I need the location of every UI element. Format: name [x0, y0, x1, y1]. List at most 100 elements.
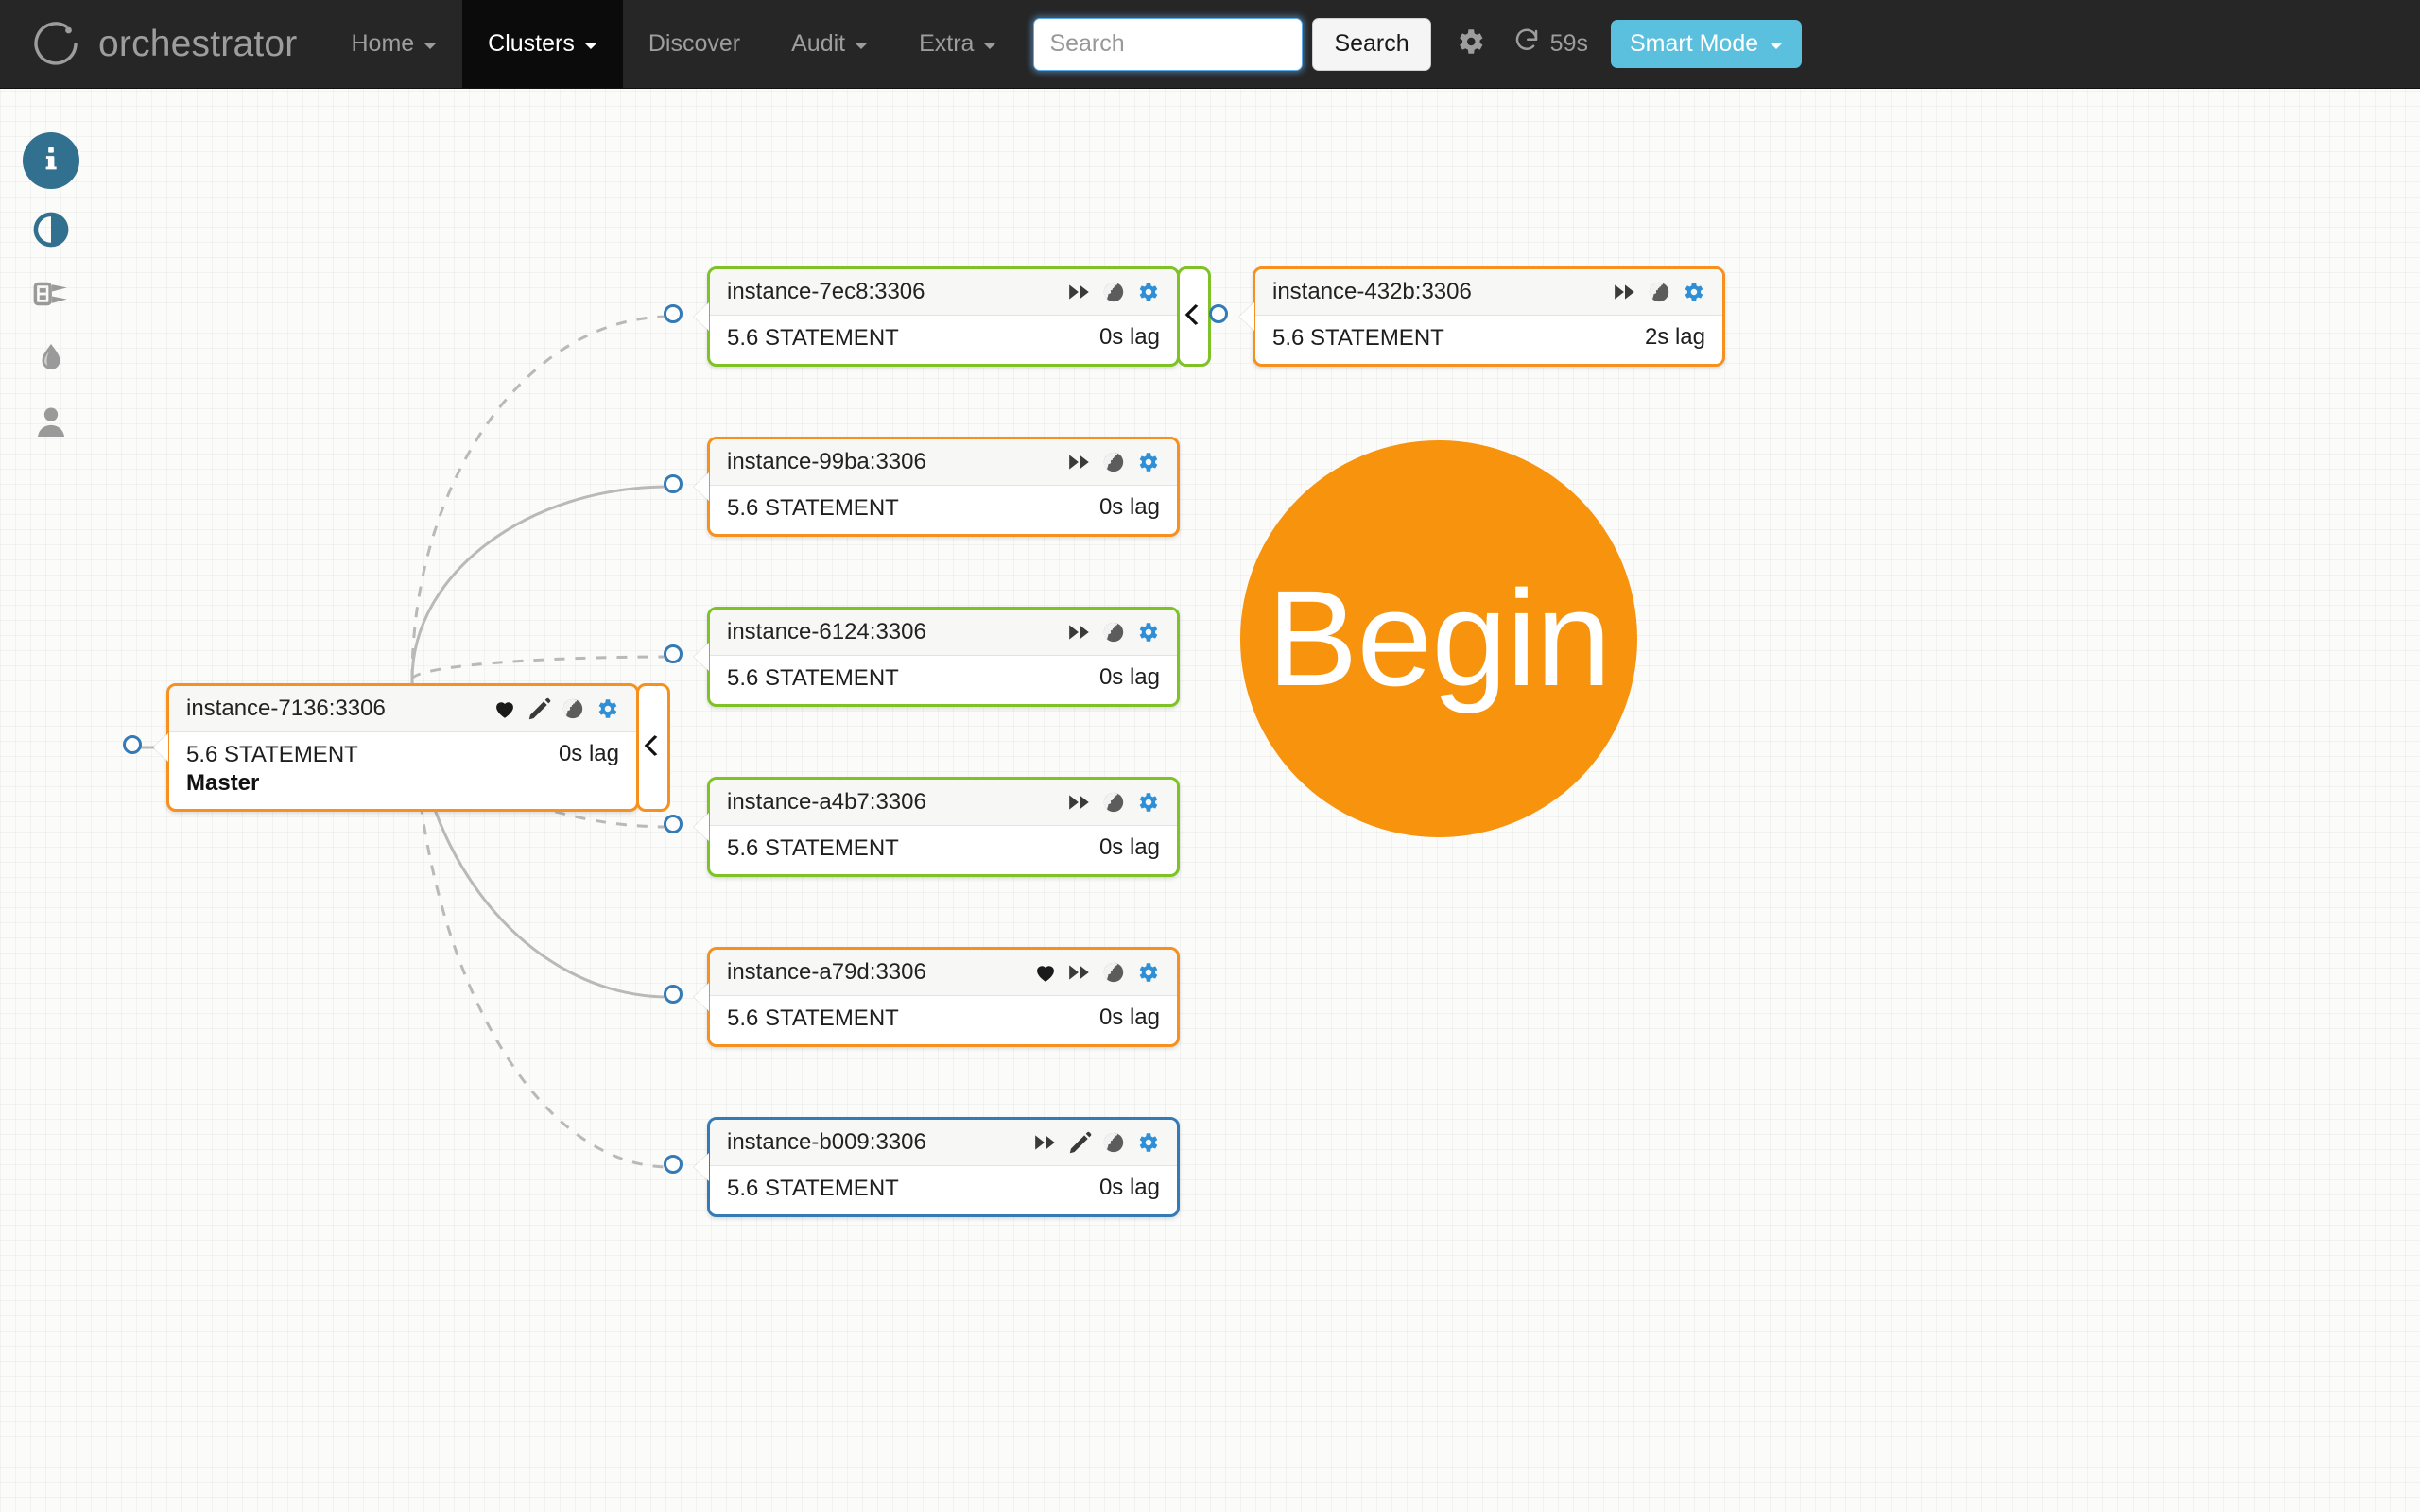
- node-collapse-button[interactable]: [636, 683, 670, 812]
- node-title: instance-7136:3306: [186, 696, 386, 721]
- node-body: 5.6 STATEMENT 2s lag: [1255, 316, 1722, 364]
- globe-icon[interactable]: [1101, 1130, 1126, 1155]
- node-action-icons: [493, 696, 619, 721]
- node-port[interactable]: [664, 815, 683, 833]
- globe-icon[interactable]: [1101, 960, 1126, 985]
- nav-item-extra-label: Extra: [919, 30, 975, 57]
- node-version: 5.6 STATEMENT: [1272, 325, 1444, 351]
- fast-forward-icon[interactable]: [1033, 1130, 1058, 1155]
- globe-icon[interactable]: [1101, 280, 1126, 304]
- gear-icon[interactable]: [1135, 450, 1160, 474]
- node-lag: 0s lag: [558, 741, 619, 766]
- fast-forward-icon[interactable]: [1067, 790, 1092, 815]
- node-header: instance-7136:3306: [169, 686, 636, 732]
- node-lag: 0s lag: [1098, 324, 1160, 350]
- fast-forward-icon[interactable]: [1067, 960, 1092, 985]
- begin-overlay-button[interactable]: Begin: [1240, 440, 1637, 837]
- top-navbar: orchestrator Home Clusters Discover Audi…: [0, 0, 2420, 89]
- sidebar-item-compress[interactable]: [29, 274, 73, 318]
- node-header: instance-b009:3306: [710, 1120, 1177, 1166]
- node-port[interactable]: [1209, 304, 1228, 323]
- node-port[interactable]: [664, 474, 683, 493]
- node-pointer: [694, 983, 709, 1011]
- sidebar-item-info[interactable]: [23, 132, 79, 189]
- nav-item-extra[interactable]: Extra: [893, 0, 1022, 88]
- heart-icon[interactable]: [1033, 960, 1058, 985]
- smart-mode-dropdown[interactable]: Smart Mode: [1610, 20, 1803, 68]
- fast-forward-icon[interactable]: [1067, 280, 1092, 304]
- globe-icon[interactable]: [561, 696, 585, 721]
- node-port[interactable]: [664, 1155, 683, 1174]
- node-title: instance-99ba:3306: [727, 449, 926, 474]
- globe-icon[interactable]: [1101, 790, 1126, 815]
- auto-refresh-timer[interactable]: 59s: [1509, 26, 1603, 61]
- topology-link: [410, 485, 670, 680]
- node-port[interactable]: [123, 735, 142, 754]
- left-toolbar: [13, 132, 89, 446]
- gear-icon[interactable]: [1135, 620, 1160, 644]
- node-role: Master: [186, 770, 260, 796]
- node-version: 5.6 STATEMENT: [727, 1176, 899, 1201]
- fast-forward-icon[interactable]: [1067, 620, 1092, 644]
- nav-item-discover[interactable]: Discover: [623, 0, 766, 88]
- settings-button[interactable]: [1431, 26, 1509, 62]
- node-title: instance-6124:3306: [727, 619, 926, 644]
- nav-item-clusters[interactable]: Clusters: [462, 0, 623, 88]
- gear-icon[interactable]: [1135, 960, 1160, 985]
- globe-icon[interactable]: [1101, 620, 1126, 644]
- nav-item-list: Home Clusters Discover Audit Extra: [325, 0, 1022, 88]
- begin-label: Begin: [1267, 562, 1611, 714]
- gear-icon[interactable]: [1135, 280, 1160, 304]
- pencil-icon[interactable]: [1067, 1130, 1092, 1155]
- fast-forward-icon[interactable]: [1613, 280, 1637, 304]
- node-lag: 0s lag: [1098, 494, 1160, 520]
- node-body: 5.6 STATEMENT 0s lag: [710, 486, 1177, 534]
- node-lag: 2s lag: [1644, 324, 1705, 350]
- node-version: 5.6 STATEMENT: [727, 325, 899, 351]
- node-action-icons: [1033, 1130, 1160, 1155]
- brand-link[interactable]: orchestrator: [0, 0, 325, 88]
- node-port[interactable]: [664, 985, 683, 1004]
- node-pointer: [153, 733, 168, 762]
- globe-icon[interactable]: [1647, 280, 1671, 304]
- node-pointer: [694, 1153, 709, 1181]
- sidebar-item-contrast[interactable]: [29, 210, 73, 253]
- node-header: instance-7ec8:3306: [710, 269, 1177, 316]
- instance-node[interactable]: instance-7ec8:3306 5.6 STATEMENT 0s lag: [694, 266, 1211, 367]
- gear-icon[interactable]: [1681, 280, 1705, 304]
- search-button[interactable]: Search: [1312, 17, 1431, 71]
- node-action-icons: [1067, 790, 1160, 815]
- nav-item-home[interactable]: Home: [325, 0, 462, 88]
- node-title: instance-b009:3306: [727, 1129, 926, 1155]
- globe-icon[interactable]: [1101, 450, 1126, 474]
- node-port[interactable]: [664, 644, 683, 663]
- node-version: 5.6 STATEMENT: [727, 1005, 899, 1031]
- sidebar-item-user[interactable]: [29, 403, 73, 446]
- nav-item-audit[interactable]: Audit: [766, 0, 893, 88]
- gear-icon[interactable]: [595, 696, 619, 721]
- pencil-icon[interactable]: [527, 696, 551, 721]
- search-form: Search: [1033, 17, 1431, 71]
- nav-item-discover-label: Discover: [648, 30, 741, 57]
- node-version: 5.6 STATEMENT: [727, 495, 899, 521]
- node-collapse-button[interactable]: [1177, 266, 1211, 367]
- search-input[interactable]: [1033, 17, 1304, 71]
- node-pointer: [694, 472, 709, 501]
- fast-forward-icon[interactable]: [1067, 450, 1092, 474]
- heart-icon[interactable]: [493, 696, 517, 721]
- node-port[interactable]: [664, 304, 683, 323]
- sidebar-item-tint[interactable]: [29, 338, 73, 382]
- gear-icon[interactable]: [1135, 1130, 1160, 1155]
- instance-node[interactable]: instance-99ba:3306 5.6 STATEMENT 0s lag: [694, 437, 1180, 537]
- gear-icon[interactable]: [1135, 790, 1160, 815]
